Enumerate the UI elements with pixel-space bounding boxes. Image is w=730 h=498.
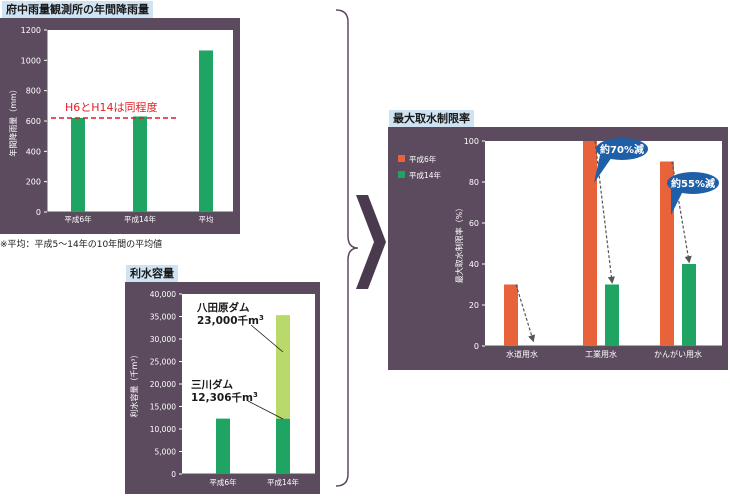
y-tick-label: 20 <box>469 301 479 310</box>
y-axis-label: 最大取水制限率（%） <box>454 204 464 284</box>
arrow-right <box>356 195 386 289</box>
legend-label: 平成14年 <box>409 170 442 180</box>
y-tick-label: 5,000 <box>155 448 177 457</box>
x-tick-label: 平均 <box>199 214 214 224</box>
y-tick-label: 40,000 <box>150 290 176 299</box>
leader-line <box>250 324 284 353</box>
bar <box>682 264 696 346</box>
y-tick-label: 0 <box>474 342 479 351</box>
y-tick-label: 200 <box>26 178 41 187</box>
y-tick-label: 0 <box>36 208 41 217</box>
y-tick-label: 0 <box>171 470 176 479</box>
x-tick-label: 水道用水 <box>506 349 538 359</box>
chart1-title: 府中雨量観測所の年間降雨量 <box>2 1 153 18</box>
chart1-note: ※平均：平成5～14年の10年間の平均値 <box>0 240 163 250</box>
bar <box>660 161 674 346</box>
legend-swatch <box>398 171 405 178</box>
x-tick-label: 平成6年 <box>209 477 237 487</box>
annot-hattabara-unit-sup: 3 <box>259 314 264 322</box>
callout-text: 約55%減 <box>671 177 715 190</box>
x-tick-label: 平成6年 <box>64 214 92 224</box>
bar <box>133 116 147 212</box>
bar <box>583 141 597 346</box>
y-tick-label: 10,000 <box>150 425 176 434</box>
callout-tail <box>671 189 683 215</box>
brace <box>335 9 359 487</box>
y-tick-label: 30,000 <box>150 335 176 344</box>
chart3-panel: 0 20 40 60 80 100 最大取水制限率（%） 平成6年平成14年水道用水 工業用水 か… <box>388 127 728 370</box>
annot-hattabara-name: 八田原ダム <box>196 301 250 314</box>
callout-text: 約70%減 <box>600 143 644 156</box>
y-tick-label: 600 <box>26 117 41 126</box>
y-tick-label: 1000 <box>21 56 41 65</box>
y-tick-label: 40 <box>469 260 479 269</box>
y-tick-label: 100 <box>464 137 479 146</box>
y-tick-label: 1200 <box>21 26 41 35</box>
legend-swatch <box>398 155 405 162</box>
x-tick-label: 工業用水 <box>585 349 617 359</box>
x-tick-label: かんがい用水 <box>654 349 702 359</box>
y-tick-label: 800 <box>26 87 41 96</box>
y-tick-label: 25,000 <box>150 358 176 367</box>
chart2-panel: 0 5,000 10,000 15,000 20,000 25,000 30,000 35,0… <box>125 282 320 494</box>
bar <box>71 117 85 212</box>
bar-hattabara <box>276 315 290 419</box>
bar <box>504 284 518 346</box>
callout-bubble <box>596 138 648 160</box>
chart1-panel: 0 200 400 600 800 1000 1200 年間降雨量（mm） 平成6年 平成14年 平… <box>0 18 240 234</box>
brace-arrow <box>335 9 386 487</box>
annot-hattabara-value: 23,000千m3 <box>197 314 264 327</box>
plot-area <box>182 294 315 474</box>
chart2-title: 利水容量 <box>126 265 178 282</box>
leader-line <box>247 400 284 420</box>
reference-label: H6とH14は同程度 <box>65 100 158 114</box>
callout-tail <box>594 155 612 183</box>
y-tick-label: 80 <box>469 178 479 187</box>
x-tick-label: 平成14年 <box>124 214 157 224</box>
bar-mikawa <box>276 418 290 474</box>
reduction-arrow <box>594 140 615 284</box>
y-tick-label: 60 <box>469 219 479 228</box>
water-capacity-chart: 0 5,000 10,000 15,000 20,000 25,000 30,000 35,0… <box>129 290 315 487</box>
bar <box>605 284 619 346</box>
y-tick-label: 15,000 <box>150 403 176 412</box>
y-axis-label: 利水容量（千m³） <box>129 351 139 418</box>
annot-mikawa-value: 12,306千m3 <box>191 391 258 404</box>
x-tick-label: 平成14年 <box>267 477 300 487</box>
y-tick-label: 35,000 <box>150 313 176 322</box>
annot-mikawa-unit-sup: 3 <box>253 391 258 399</box>
annot-mikawa-name: 三川ダム <box>191 378 233 391</box>
y-axis-label: 年間降雨量（mm） <box>8 85 18 157</box>
y-tick-label: 400 <box>26 147 41 156</box>
rainfall-chart: 0 200 400 600 800 1000 1200 年間降雨量（mm） 平成6年 平成14年 平… <box>8 26 233 224</box>
chart3-title: 最大取水制限率 <box>389 110 474 127</box>
legend-label: 平成6年 <box>409 154 437 164</box>
bar <box>199 50 213 212</box>
bar-mikawa <box>216 418 230 474</box>
y-tick-label: 20,000 <box>150 380 176 389</box>
callout-bubble <box>667 172 719 194</box>
